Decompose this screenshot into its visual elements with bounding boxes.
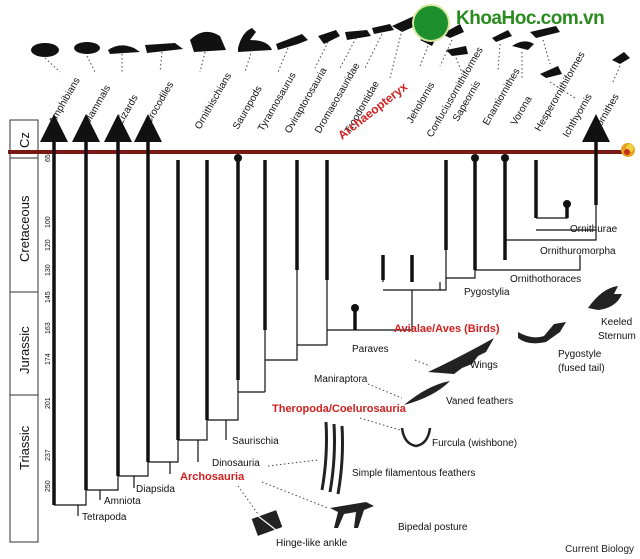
- silhouette-leaders: [44, 29, 621, 99]
- taxon-label: Amphibians: [47, 76, 83, 127]
- trait-hinge-ankle: Hinge-like ankle: [276, 538, 348, 549]
- taxon-labels: Amphibians Mammals Lizards Crocodiles Or…: [47, 45, 622, 142]
- trait-keeled: Keeled: [601, 317, 632, 328]
- node-theropoda: Theropoda/Coelurosauria: [272, 403, 407, 415]
- watermark: KhoaHoc.com.vn: [412, 4, 638, 44]
- trait-wings: Wings: [470, 360, 498, 371]
- tick-label: 65: [45, 154, 52, 162]
- sternum-illustration: [588, 286, 622, 310]
- filament-feathers-illustration: [320, 421, 344, 495]
- period-jurassic: Jurassic: [17, 326, 32, 374]
- trait-vaned-feathers: Vaned feathers: [446, 396, 513, 407]
- trait-pygostyle: Pygostyle: [558, 349, 602, 360]
- wing-illustration: [428, 338, 494, 374]
- enantiornithes-silhouette: [492, 30, 512, 42]
- node-pygostylia: Pygostylia: [464, 287, 510, 298]
- tick-label: 145: [45, 291, 52, 303]
- bipedal-dinosaur-illustration: [330, 502, 374, 528]
- neornithes-silhouette: [612, 52, 630, 64]
- tick-label: 174: [45, 353, 52, 365]
- hesperornis-silhouette: [530, 26, 560, 38]
- watermark-text: KhoaHoc.com.vn: [456, 8, 605, 29]
- ichthyornis-silhouette: [540, 66, 562, 78]
- node-dinosauria: Dinosauria: [212, 458, 260, 469]
- trait-simple-feathers: Simple filamentous feathers: [352, 468, 475, 479]
- period-cretaceous: Cretaceous: [17, 195, 32, 262]
- tick-label: 130: [45, 264, 52, 276]
- taxon-label: Ornithischians: [193, 71, 234, 131]
- lizard-silhouette: [108, 45, 140, 54]
- node-ornithuromorpha: Ornithuromorpha: [540, 246, 616, 257]
- node-maniraptora: Maniraptora: [314, 374, 368, 385]
- node-ornithurae: Ornithurae: [570, 224, 618, 235]
- mammal-silhouette: [74, 42, 100, 54]
- sauropod-silhouette: [238, 28, 272, 52]
- time-scale: Cz Cretaceous Jurassic Triassic 65 100 1…: [9, 119, 52, 543]
- node-diapsida: Diapsida: [136, 484, 175, 495]
- trait-bipedal: Bipedal posture: [398, 522, 468, 533]
- amphibian-silhouette: [31, 43, 59, 57]
- ornithischian-silhouette: [190, 31, 226, 52]
- oviraptor-silhouette: [318, 30, 340, 44]
- trait-pygostyle-note: (fused tail): [558, 363, 605, 374]
- tick-label: 163: [45, 322, 52, 334]
- trait-annotations: Wings Pygostyle (fused tail) Keeled Ster…: [237, 286, 636, 549]
- taxon-label: Crocodiles: [143, 80, 176, 126]
- credit-label: Current Biology: [565, 544, 634, 555]
- period-triassic: Triassic: [17, 425, 32, 470]
- tyrannosaurus-silhouette: [276, 34, 308, 50]
- node-tetrapoda: Tetrapoda: [82, 512, 127, 523]
- tick-label: 120: [45, 239, 52, 251]
- trait-furcula: Furcula (wishbone): [432, 438, 517, 449]
- node-ornithothoraces: Ornithothoraces: [510, 274, 581, 285]
- node-archosauria: Archosauria: [180, 471, 245, 483]
- node-labels: Tetrapoda Amniota Diapsida Archosauria D…: [82, 224, 618, 523]
- furcula-illustration: [400, 427, 432, 448]
- trait-sternum: Sternum: [598, 331, 636, 342]
- dromaeosaur-silhouette: [345, 30, 371, 40]
- taxon-label: Vorona: [509, 94, 535, 127]
- taxon-label: Mammals: [82, 83, 113, 126]
- node-saurischia: Saurischia: [232, 436, 279, 447]
- node-avialae: Avialae/Aves (Birds): [394, 323, 500, 335]
- node-paraves: Paraves: [352, 344, 389, 355]
- era-cenozoic: Cz: [17, 132, 32, 148]
- tick-label: 237: [45, 449, 52, 461]
- asteroid-icon: [621, 143, 635, 157]
- vorona-silhouette: [512, 41, 534, 50]
- sapeornis-silhouette: [446, 46, 468, 56]
- pygostyle-illustration: [518, 322, 566, 344]
- taxon-label: Jeholornis: [405, 81, 437, 126]
- taxon-label: Lizards: [115, 93, 141, 126]
- ankle-illustration: [251, 510, 283, 536]
- time-ticks: 65 100 120 130 145 163 174 201 237 250: [45, 154, 52, 492]
- lightbulb-logo-icon: [412, 4, 450, 42]
- confuciusornis-silhouette: [442, 24, 464, 38]
- cladogram-tree: [40, 114, 610, 516]
- tick-label: 201: [45, 397, 52, 409]
- tick-label: 250: [45, 480, 52, 492]
- node-amniota: Amniota: [104, 496, 141, 507]
- troodontid-silhouette: [372, 24, 394, 34]
- tick-label: 100: [45, 216, 52, 228]
- vaned-feather-illustration: [404, 381, 450, 405]
- crocodile-silhouette: [145, 43, 183, 53]
